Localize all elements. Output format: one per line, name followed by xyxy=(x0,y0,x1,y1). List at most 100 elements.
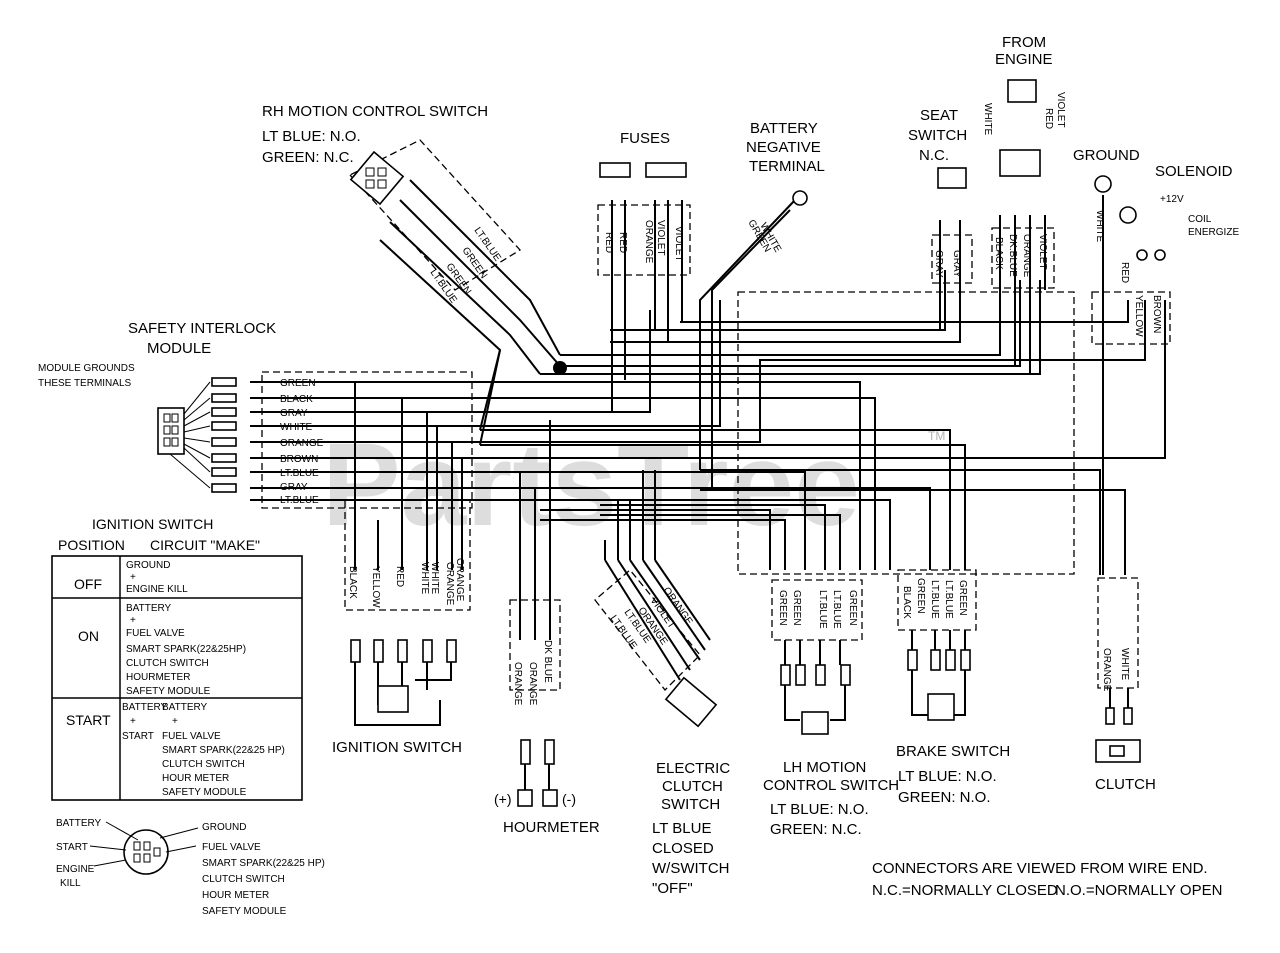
solenoid-coil1: COIL xyxy=(1188,214,1212,225)
ign-wire-4: WHITE xyxy=(419,562,430,595)
brake-note2: GREEN: N.O. xyxy=(898,789,991,806)
fuse-wire-label-3: VIOLET xyxy=(655,220,666,256)
diagram-notes: CONNECTORS ARE VIEWED FROM WIRE END. N.C… xyxy=(872,860,1222,899)
ign-row-on-l5: CLUTCH SWITCH xyxy=(126,658,209,669)
solenoid-coil2: ENERGIZE xyxy=(1188,227,1239,238)
battery-neg-line1: BATTERY xyxy=(750,120,818,137)
ign-row-on-pos: ON xyxy=(78,628,99,644)
cs-note3: W/SWITCH xyxy=(652,860,729,877)
ign-row-on-l7: SAFETY MODULE xyxy=(126,686,211,697)
ign-table-col1: POSITION xyxy=(58,537,125,553)
ign-row-start-l5: START xyxy=(122,731,154,742)
battery-negative-terminal: BATTERY NEGATIVE TERMINAL WHITE GREEN xyxy=(745,120,824,255)
hourmeter-title: HOURMETER xyxy=(503,819,600,836)
lh-wire-1: GREEN xyxy=(777,590,788,626)
module-wire-1: GREEN xyxy=(280,378,316,389)
module-wire-6: BROWN xyxy=(280,454,318,465)
engine-wire-1: BLACK xyxy=(993,237,1004,270)
key-right-3: SMART SPARK(22&25 HP) xyxy=(202,858,325,869)
hourmeter: ORANGE ORANGE DK BLUE (+) (-) HOURMETER xyxy=(494,640,600,836)
ign-wire-5: WHITE xyxy=(429,562,440,595)
note-line3: N.O.=NORMALLY OPEN xyxy=(1055,882,1222,899)
lh-line2: CONTROL SWITCH xyxy=(763,777,899,794)
engine-line2: ENGINE xyxy=(995,51,1053,68)
key-left-1: BATTERY xyxy=(56,818,102,829)
fuse-wire-label-1: RED xyxy=(603,232,614,253)
ign-wire-6: ORANGE xyxy=(444,562,455,606)
ign-row-start-l9: HOUR METER xyxy=(162,773,229,784)
solenoid-title: SOLENOID xyxy=(1155,163,1233,180)
module-wire-2: BLACK xyxy=(280,394,313,405)
key-right-1: GROUND xyxy=(202,822,246,833)
ign-row-start-l8: CLUTCH SWITCH xyxy=(162,759,245,770)
rh-motion-control-switch: RH MOTION CONTROL SWITCH LT BLUE: N.O. G… xyxy=(262,103,503,306)
engine-top-wire-3: RED xyxy=(1043,108,1054,129)
solenoid-wire-1: RED xyxy=(1119,262,1130,283)
module-wire-3: GRAY xyxy=(280,408,308,419)
module-title-2: MODULE xyxy=(147,340,211,357)
module-note-1: MODULE GROUNDS xyxy=(38,363,135,374)
ign-row-off-l3: ENGINE KILL xyxy=(126,584,188,595)
cs-note4: "OFF" xyxy=(652,880,693,897)
fuse-wire-label-2: RED xyxy=(617,232,628,253)
clutch-wire-1: ORANGE xyxy=(1101,648,1112,692)
brake-wire-3: LT.BLUE xyxy=(929,580,940,619)
hm-minus: (-) xyxy=(562,791,576,807)
key-switch-legend: BATTERY START ENGINE KILL GROUND FUEL VA… xyxy=(56,818,325,917)
ign-row-start-l6: FUEL VALVE xyxy=(162,731,221,742)
ign-row-on-l2: + xyxy=(130,615,136,626)
note-line1: CONNECTORS ARE VIEWED FROM WIRE END. xyxy=(872,860,1208,877)
brake-wire-1: BLACK xyxy=(901,586,912,619)
brake-switch: BLACK GREEN LT.BLUE LT.BLUE GREEN BRAKE … xyxy=(896,578,1010,806)
engine-top-wire-2: VIOLET xyxy=(1055,92,1066,128)
ign-row-start-l3: + xyxy=(130,716,136,727)
module-wire-9: LT.BLUE xyxy=(280,495,319,506)
cs-note2: CLOSED xyxy=(652,840,714,857)
key-right-2: FUEL VALVE xyxy=(202,842,261,853)
lh-note1: LT BLUE: N.O. xyxy=(770,801,869,818)
ignition-switch-title: IGNITION SWITCH xyxy=(332,739,462,756)
electric-clutch-switch: ORANGE VIOLET ORANGE LT.BLUE LT.BLUE ELE… xyxy=(604,559,730,897)
ign-row-off-l2: + xyxy=(130,572,136,583)
hm-wire-2: ORANGE xyxy=(527,662,538,706)
seat-switch-line1: SEAT xyxy=(920,107,958,124)
ign-row-off-l1: GROUND xyxy=(126,560,170,571)
brake-wire-4: LT.BLUE xyxy=(943,580,954,619)
solenoid-wire-3: BROWN xyxy=(1151,295,1162,333)
battery-neg-line2: NEGATIVE xyxy=(746,139,821,156)
hm-wire-1: ORANGE xyxy=(512,662,523,706)
solenoid: SOLENOID +12V COIL ENERGIZE RED YELLOW B… xyxy=(1119,163,1239,337)
brake-note1: LT BLUE: N.O. xyxy=(898,768,997,785)
fuse-wire-label-5: VIOLET xyxy=(673,226,684,262)
rh-switch-note2: GREEN: N.C. xyxy=(262,149,354,166)
ign-row-off-pos: OFF xyxy=(74,576,102,592)
brake-title: BRAKE SWITCH xyxy=(896,743,1010,760)
ign-wire-2: YELLOW xyxy=(370,566,381,608)
fuses-title: FUSES xyxy=(620,130,670,147)
module-wire-5: ORANGE xyxy=(280,438,324,449)
brake-wire-5: GREEN xyxy=(957,580,968,616)
key-left-3: ENGINE xyxy=(56,864,95,875)
lh-note2: GREEN: N.C. xyxy=(770,821,862,838)
clutch: ORANGE WHITE CLUTCH xyxy=(1095,648,1156,793)
brake-wire-2: GREEN xyxy=(915,578,926,614)
fuses: FUSES RED RED VIOLET ORANGE VIOLET xyxy=(599,130,687,264)
module-wire-7: LT.BLUE xyxy=(280,468,319,479)
ign-row-start-l10: SAFETY MODULE xyxy=(162,787,247,798)
cs-note1: LT BLUE xyxy=(652,820,711,837)
seat-wire-label-2: GRAY xyxy=(951,250,962,278)
note-line2: N.C.=NORMALLY CLOSED xyxy=(872,882,1058,899)
from-engine: FROM ENGINE WHITE VIOLET RED BLACK DK.BL… xyxy=(982,34,1066,278)
ground-wire-label: WHITE xyxy=(1094,210,1105,243)
ign-row-on-l1: BATTERY xyxy=(126,603,172,614)
engine-wire-2: DK.BLUE xyxy=(1007,234,1018,277)
key-right-4: CLUTCH SWITCH xyxy=(202,874,285,885)
lh-motion-control-switch: GREEN GREEN LT.BLUE LT.BLUE GREEN LH MOT… xyxy=(763,590,899,838)
splice-point xyxy=(553,361,567,375)
lh-line1: LH MOTION xyxy=(783,759,866,776)
module-wire-8: GRAY xyxy=(280,482,308,493)
engine-top-wire-1: WHITE xyxy=(982,103,993,136)
engine-wire-4: VIOLET xyxy=(1037,234,1048,270)
lh-wire-5: GREEN xyxy=(847,590,858,626)
lh-wire-2: GREEN xyxy=(791,590,802,626)
